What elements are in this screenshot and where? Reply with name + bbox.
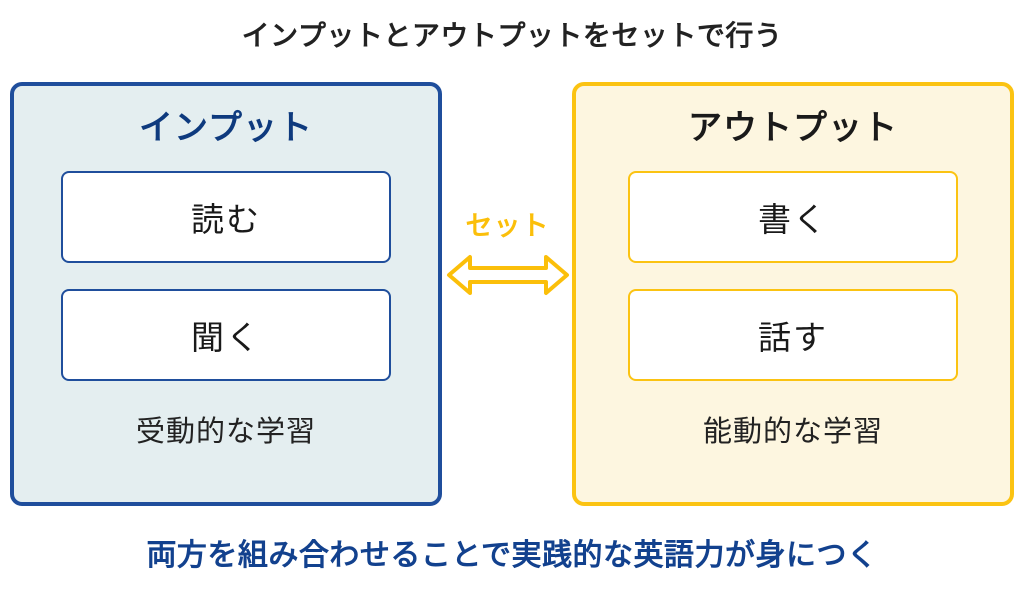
panel-output-footer: 能動的な学習: [702, 415, 883, 448]
card-input-listen: 聞く: [61, 288, 391, 381]
panel-output-heading: アウトプット: [688, 109, 898, 147]
panel-input-heading: インプット: [139, 109, 313, 147]
panel-output-card-list: 書く 話す: [576, 170, 1010, 381]
card-output-speak: 話す: [628, 288, 958, 381]
diagram-title: インプットとアウトプットをセットで行う: [241, 20, 783, 51]
connector-label: セット: [465, 211, 550, 241]
connector: セット: [443, 211, 572, 322]
panel-input-footer: 受動的な学習: [135, 415, 316, 448]
panel-input-card-list: 読む 聞く: [14, 170, 438, 381]
card-input-read: 読む: [61, 170, 391, 263]
panel-output: アウトプット 書く 話す 能動的な学習: [572, 82, 1014, 506]
panel-input: インプット 読む 聞く 受動的な学習: [10, 82, 442, 506]
double-arrow-horizontal-icon: [446, 254, 569, 295]
card-output-write: 書く: [628, 170, 958, 263]
diagram-caption: 両方を組み合わせることで実践的な英語力が身につく: [146, 539, 878, 572]
